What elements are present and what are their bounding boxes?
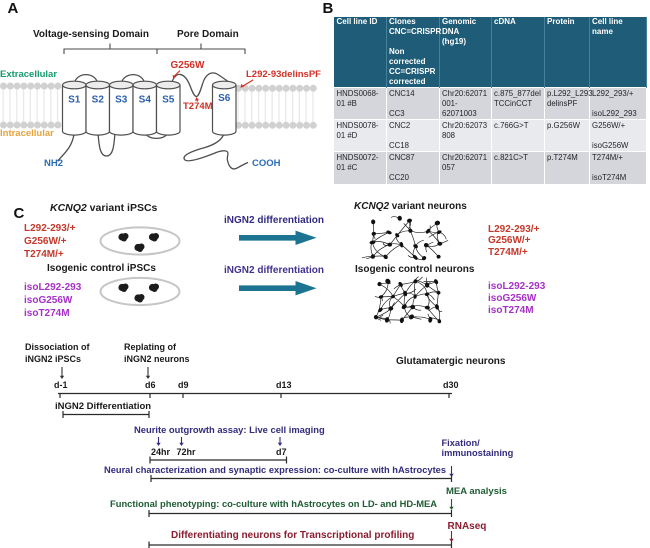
- svg-text:S4: S4: [139, 95, 152, 106]
- svg-text:S6: S6: [218, 93, 231, 104]
- svg-text:S1: S1: [68, 95, 81, 106]
- svg-text:S5: S5: [162, 95, 175, 106]
- svg-text:S3: S3: [115, 95, 128, 106]
- svg-text:S2: S2: [92, 95, 105, 106]
